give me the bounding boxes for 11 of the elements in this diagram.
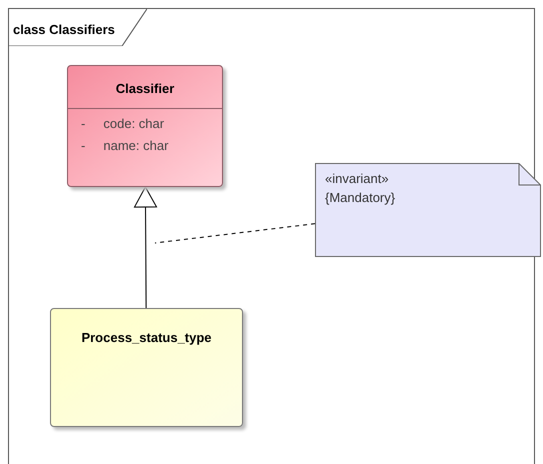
class-name: Classifier	[116, 80, 174, 98]
note-anchor-line	[154, 223, 316, 244]
note-box	[315, 163, 541, 257]
frame-title: class Classifiers	[13, 22, 115, 37]
class-box	[67, 65, 223, 187]
generalization-arrow	[134, 186, 157, 308]
attribute-text: - code: char	[81, 115, 166, 133]
class-name: Process_status_type	[81, 329, 212, 347]
constraint-text: «invariant» {Mandatory}	[325, 170, 396, 207]
attribute-text: - name: char	[81, 136, 170, 154]
class-box	[50, 308, 243, 427]
